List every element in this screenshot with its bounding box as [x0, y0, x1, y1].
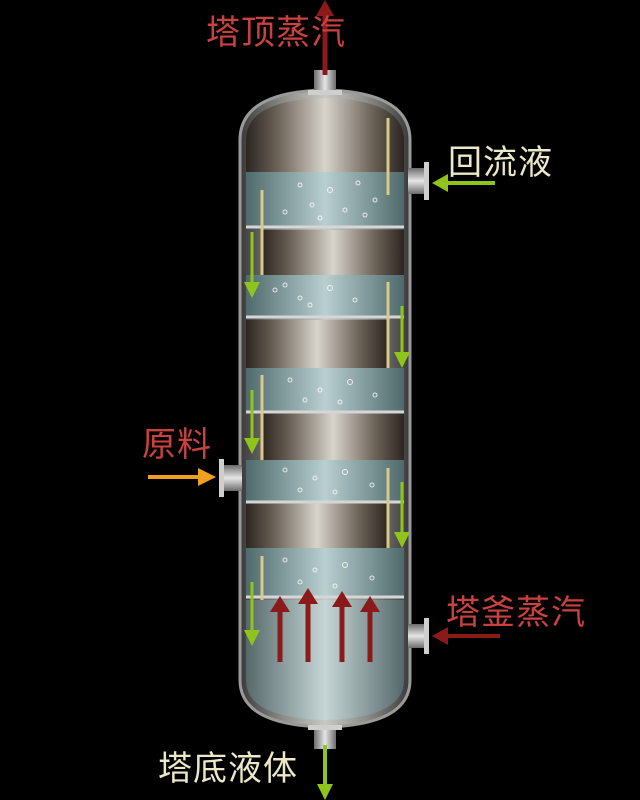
tray-liquid-zones [246, 172, 404, 596]
nozzles [219, 70, 429, 749]
reflux-arrow [432, 174, 495, 192]
tray-plates [246, 230, 404, 548]
bottoms-arrow [317, 745, 333, 800]
reflux-nozzle [408, 168, 428, 194]
reboiler-nozzle [408, 624, 428, 648]
top-vapor-arrow [316, 0, 334, 75]
bottom-nozzle [314, 727, 336, 749]
reflux-label: 回流液 [448, 143, 553, 183]
tray-decks [246, 225, 404, 599]
bottoms-label: 塔底液体 [158, 749, 298, 789]
bottom-sump-liquid [246, 600, 404, 720]
feed-nozzle [222, 465, 242, 491]
feed-arrow [148, 468, 216, 486]
vapor-upflow-arrows [270, 588, 380, 662]
top-nozzle [314, 70, 336, 94]
feed-label: 原料 [142, 425, 212, 465]
top-vapor-label: 塔顶蒸汽 [206, 13, 346, 53]
reboiler-vapor-arrow [432, 627, 500, 645]
bubbles [272, 180, 378, 589]
downcomer-weirs [260, 118, 390, 645]
liquid-downflow-arrows [244, 232, 410, 646]
top-dome-plate [246, 98, 404, 190]
reboiler-vapor-label: 塔釜蒸汽 [446, 593, 586, 633]
